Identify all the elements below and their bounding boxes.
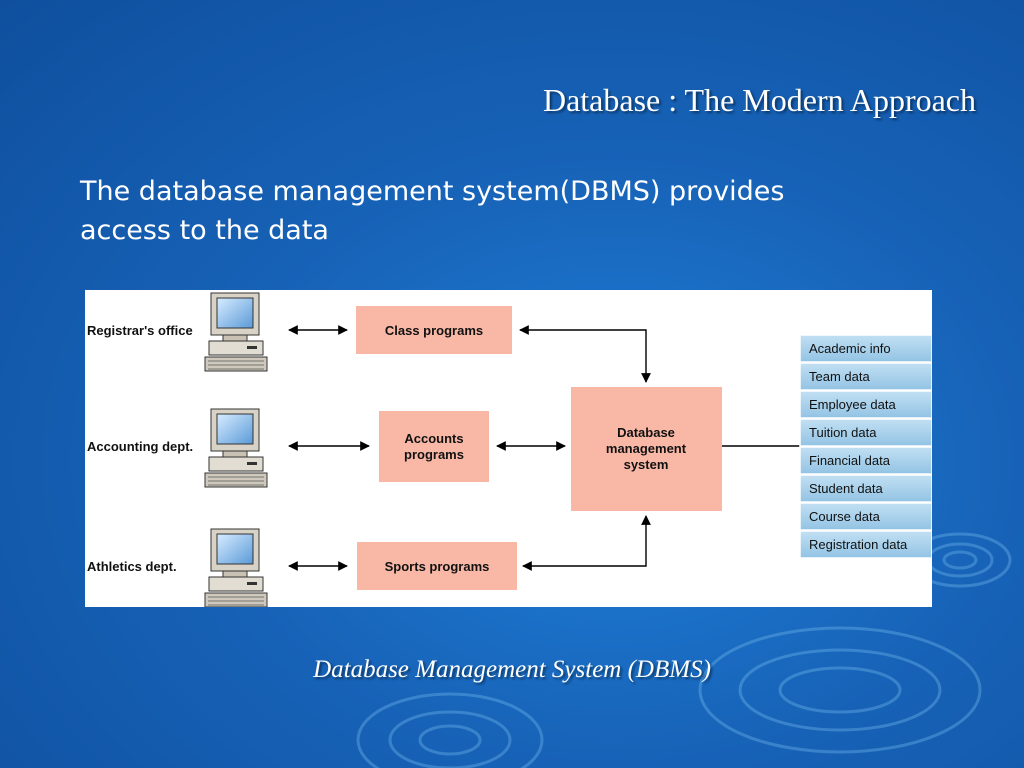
data-label-tuition: Tuition data — [809, 425, 877, 440]
computer-icon-athletics — [204, 528, 268, 607]
data-row-course — [799, 502, 932, 531]
data-row-team — [799, 362, 932, 391]
body-text: The database management system(DBMS) pro… — [80, 172, 900, 250]
accounts-programs-label-2: programs — [404, 447, 464, 462]
data-row-academic — [799, 334, 932, 363]
diagram-caption: Database Management System (DBMS) — [313, 656, 711, 683]
computer-icon-registrar — [204, 292, 268, 372]
data-row-financial — [799, 446, 932, 475]
dbms-label-1: Database — [617, 425, 675, 440]
dbms-box — [571, 387, 722, 511]
sports-programs-box — [357, 542, 517, 590]
body-line-1: The database management system(DBMS) pro… — [80, 176, 785, 207]
class-programs-box — [356, 306, 512, 354]
sports-programs-label: Sports programs — [385, 559, 490, 574]
class-programs-label: Class programs — [385, 323, 483, 338]
dept-label-registrar: Registrar's office — [87, 323, 193, 338]
data-row-registration — [799, 530, 932, 559]
dbms-diagram: Registrar's office Accounting dept. Athl… — [85, 290, 932, 607]
data-label-student: Student data — [809, 481, 883, 496]
data-row-tuition — [799, 418, 932, 447]
data-label-course: Course data — [809, 509, 881, 524]
data-label-registration: Registration data — [809, 537, 908, 552]
dept-label-accounting: Accounting dept. — [87, 439, 193, 454]
data-label-team: Team data — [809, 369, 870, 384]
data-row-employee — [799, 390, 932, 419]
data-label-financial: Financial data — [809, 453, 891, 468]
dept-label-athletics: Athletics dept. — [87, 559, 177, 574]
data-row-student — [799, 474, 932, 503]
accounts-programs-label-1: Accounts — [404, 431, 463, 446]
dbms-label-3: system — [624, 457, 669, 472]
slide-title: Database : The Modern Approach — [542, 82, 976, 118]
accounts-programs-box — [379, 411, 489, 482]
data-label-employee: Employee data — [809, 397, 896, 412]
dbms-label-2: management — [606, 441, 687, 456]
computer-icon-accounting — [204, 408, 268, 488]
body-line-2: access to the data — [80, 215, 329, 246]
data-stack: Academic info Team data Employee data Tu… — [799, 334, 932, 559]
arrow-class-dbms — [519, 325, 651, 383]
data-label-academic: Academic info — [809, 341, 891, 356]
diagram-canvas: Registrar's office Accounting dept. Athl… — [87, 292, 932, 607]
arrow-sports-dbms — [522, 515, 651, 571]
